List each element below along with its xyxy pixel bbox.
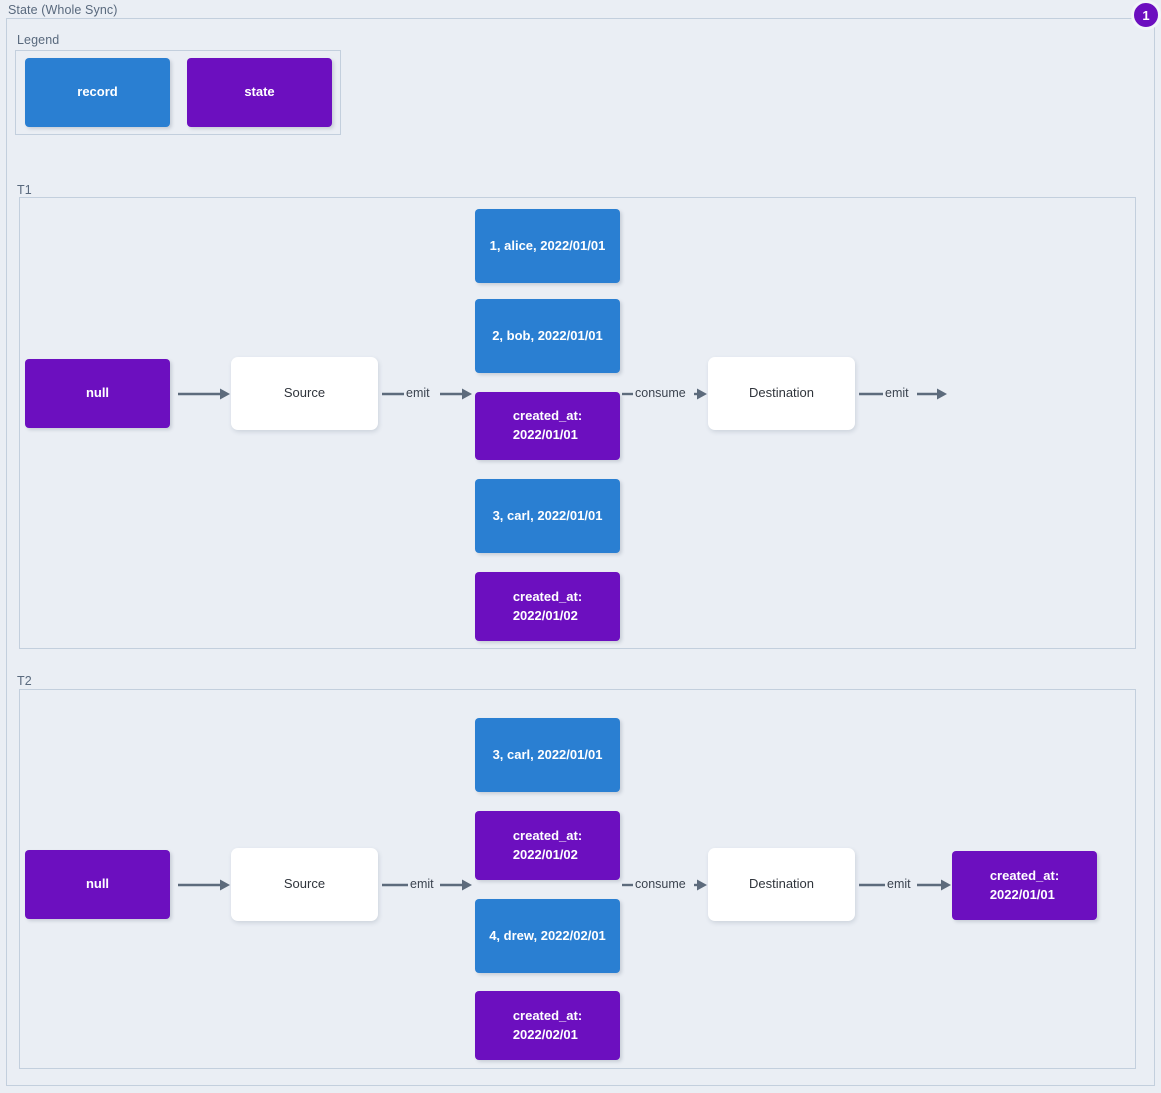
t1-stream-node-2: created_at: 2022/01/01 — [475, 392, 620, 460]
t2-consume-label: consume — [633, 877, 688, 891]
t1-stream-node-4: created_at: 2022/01/02 — [475, 572, 620, 641]
section-t1-panel — [19, 197, 1136, 649]
t2-stream-node-2-label: 4, drew, 2022/02/01 — [489, 927, 606, 943]
t1-stream-node-1: 2, bob, 2022/01/01 — [475, 299, 620, 373]
t1-stream-node-1-label: 2, bob, 2022/01/01 — [492, 327, 603, 343]
root-panel — [6, 18, 1155, 1086]
legend-panel — [15, 50, 341, 135]
page-title: State (Whole Sync) — [8, 3, 118, 17]
t1-consume-label: consume — [633, 386, 688, 400]
t1-stream-node-2-label: created_at: 2022/01/01 — [512, 408, 583, 442]
t2-stream-node-3: created_at: 2022/02/01 — [475, 991, 620, 1060]
step-badge[interactable]: 1 — [1131, 0, 1161, 30]
t1-emit-destination-label: emit — [883, 386, 911, 400]
t1-initial-state-node: null — [25, 359, 170, 428]
t2-initial-state-node: null — [25, 850, 170, 919]
t2-arrow-state-to-source — [178, 875, 230, 895]
t1-stream-node-4-label: created_at: 2022/01/02 — [512, 588, 583, 623]
t2-emit-destination-label: emit — [885, 877, 913, 891]
t2-emit-source-label: emit — [408, 877, 436, 891]
t2-stream-node-0: 3, carl, 2022/01/01 — [475, 718, 620, 792]
t1-destination-node: Destination — [708, 357, 855, 430]
t2-stream-node-2: 4, drew, 2022/02/01 — [475, 899, 620, 973]
t2-initial-state-label: null — [85, 876, 110, 892]
section-t2-title: T2 — [17, 674, 32, 688]
t2-arrow-consume — [622, 875, 707, 895]
t2-stream-node-1: created_at: 2022/01/02 — [475, 811, 620, 880]
t2-arrow-emit-source — [382, 875, 472, 895]
t2-source-node: Source — [231, 848, 378, 921]
t1-initial-state-label: null — [85, 385, 110, 401]
t2-destination-node: Destination — [708, 848, 855, 921]
legend-item-state-label: state — [244, 84, 275, 100]
section-t1-title: T1 — [17, 183, 32, 197]
t2-final-state-label: created_at: 2022/01/01 — [989, 867, 1060, 902]
t1-arrow-emit-destination — [859, 384, 947, 404]
section-t2-panel — [19, 689, 1136, 1069]
t1-stream-node-3-label: 3, carl, 2022/01/01 — [492, 507, 603, 523]
t1-stream-node-0-label: 1, alice, 2022/01/01 — [489, 237, 606, 253]
t2-arrow-emit-destination — [859, 875, 951, 895]
t2-stream-node-3-label: created_at: 2022/02/01 — [512, 1007, 583, 1042]
t1-arrow-state-to-source — [178, 384, 230, 404]
t1-stream-node-3: 3, carl, 2022/01/01 — [475, 479, 620, 553]
legend-item-state: state — [187, 58, 332, 127]
t2-destination-label: Destination — [748, 876, 815, 892]
t1-stream-node-0: 1, alice, 2022/01/01 — [475, 209, 620, 283]
t1-arrow-consume — [622, 384, 707, 404]
t2-source-label: Source — [283, 876, 326, 892]
legend-item-record-label: record — [77, 84, 118, 100]
t1-source-label: Source — [283, 385, 326, 401]
t2-final-state-node: created_at: 2022/01/01 — [952, 851, 1097, 920]
t2-stream-node-0-label: 3, carl, 2022/01/01 — [492, 746, 603, 762]
t1-emit-source-label: emit — [404, 386, 432, 400]
t1-source-node: Source — [231, 357, 378, 430]
t2-stream-node-1-label: created_at: 2022/01/02 — [512, 827, 583, 862]
legend-title: Legend — [17, 33, 60, 47]
legend-item-record: record — [25, 58, 170, 127]
t1-destination-label: Destination — [748, 385, 815, 401]
